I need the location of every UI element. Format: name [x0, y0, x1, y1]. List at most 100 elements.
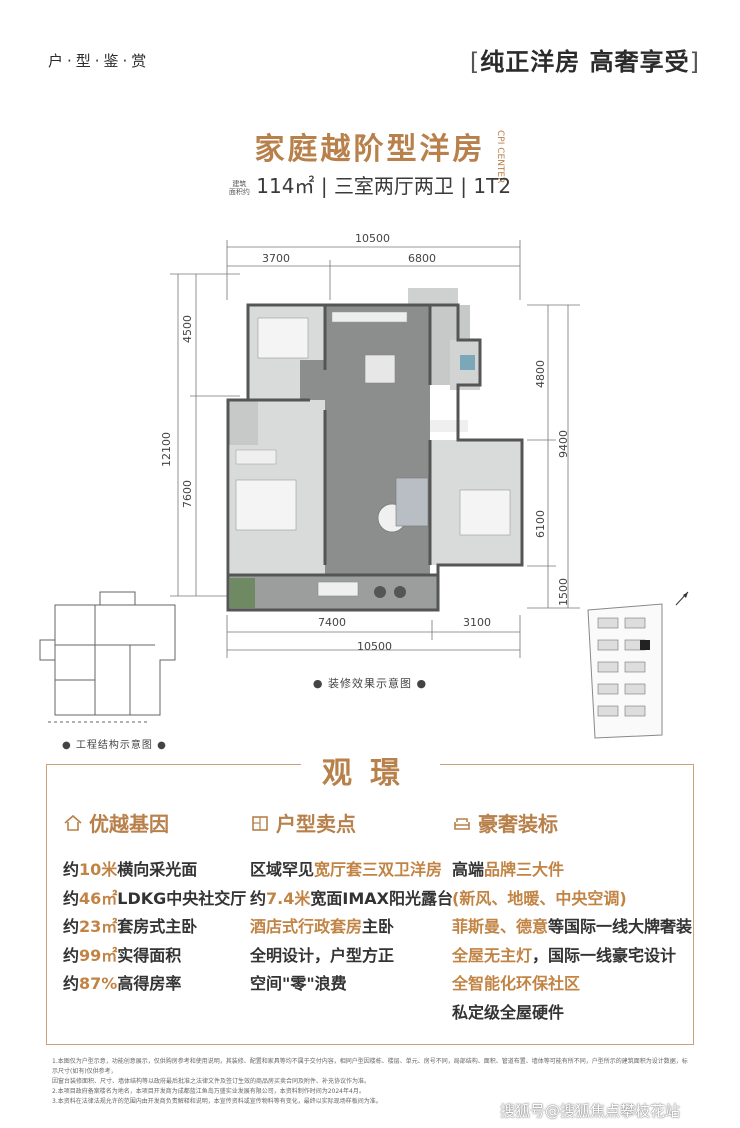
feature-item: 约10米横向采光面	[63, 856, 246, 885]
feature-item: 私定级全屋硬件	[452, 999, 692, 1028]
feature-highlight: 46㎡	[79, 888, 118, 908]
feature-item: 菲斯曼、德意等国际一线大牌奢装	[452, 913, 692, 942]
feature-item: 全智能化环保社区	[452, 970, 692, 999]
feature-highlight: 全屋无主灯	[452, 945, 533, 965]
structure-caption: ● 工程结构示意图 ●	[62, 740, 167, 751]
feature-column-3: 豪奢装标 高端品牌三大件(新风、地暖、中央空调)菲斯曼、德意等国际一线大牌奢装全…	[452, 808, 692, 1027]
dim-top-left: 3700	[262, 252, 290, 265]
feature-text: 等国际一线大牌奢装	[548, 917, 693, 936]
feature-highlight: 23㎡	[79, 917, 118, 936]
feature-item: 高端品牌三大件	[452, 856, 692, 885]
feature-highlight: 99㎡	[79, 945, 118, 965]
note-line: 因窗台装修面积、尺寸、墙体结构等以政府最后批准之法律文件及签订生效的商品房买卖合…	[52, 1078, 371, 1085]
feature-highlight: 酒店式行政套房	[250, 917, 363, 936]
feature-text: 主卧	[362, 917, 395, 936]
feature-item: 约7.4米宽面IMAX阳光露台	[250, 885, 453, 914]
house-icon	[64, 814, 82, 831]
feature-text: 实得面积	[117, 945, 182, 965]
feature-text: 套房式主卧	[117, 917, 198, 936]
feature-column-2: 户型卖点 区域罕见宽厅套三双卫洋房约7.4米宽面IMAX阳光露台酒店式行政套房主…	[250, 808, 453, 999]
note-line: 3.本资料在法律法规允许的范围内由开发商负责解释和说明，本宣传资料或宣传物料等有…	[52, 1098, 382, 1105]
dim-top-right: 6800	[408, 252, 436, 265]
feature-text: 横向采光面	[117, 860, 198, 879]
north-arrow-icon	[675, 591, 689, 606]
feature-text: 空间"零"浪费	[250, 974, 347, 993]
subtitle: 建筑面积约 114㎡ | 三室两厅两卫 | 1T2	[0, 170, 740, 199]
feature-text: 约	[63, 860, 80, 879]
feature-item: 空间"零"浪费	[250, 970, 453, 999]
feature-text: 区域罕见	[250, 860, 315, 879]
render-caption: ● 装修效果示意图 ●	[312, 677, 428, 690]
feature-item: (新风、地暖、中央空调)	[452, 885, 692, 914]
sofa-icon	[454, 817, 470, 830]
feature-highlight: 87%	[79, 974, 118, 993]
panel-left-line	[46, 764, 47, 1044]
watermark: 搜狐号@搜狐焦点攀枝花站	[499, 1102, 680, 1120]
note-line: 2.本项目政府备案楼名为地名，本项目开发商为成都蓝江鱼岛万盛实业发展有限公司，本…	[52, 1088, 365, 1095]
page-title: 家庭越阶型洋房	[254, 132, 486, 167]
feature-text: 约	[250, 888, 267, 908]
site-plan	[587, 603, 663, 739]
header-left-label: 户·型·鉴·赏	[48, 52, 151, 70]
feature-item: 约99㎡实得面积	[63, 942, 246, 971]
feature-text: ，国际一线豪宅设计	[532, 945, 677, 965]
feature-text: 约	[63, 917, 80, 936]
feature-text: LDKG中央社交厅	[117, 888, 247, 908]
feature-item: 酒店式行政套房主卧	[250, 913, 453, 942]
brand-mark: CPI CENTER	[495, 130, 505, 184]
dim-bottom-total: 10500	[357, 640, 392, 653]
dim-right-mid: 6100	[534, 510, 547, 538]
feature-highlight: 全智能化环保社区	[452, 974, 581, 993]
note-line: 1.本图仅为户型示意，功能创意展示，仅供购房参考和使用说明，其装修、配置和家具等…	[52, 1058, 688, 1075]
feature-text: 私定级全屋硬件	[452, 1002, 565, 1022]
floor-walls	[226, 303, 524, 612]
panel-right-line	[693, 764, 694, 1044]
header-right-slogan: [纯正洋房 高奢享受]	[469, 48, 700, 76]
area-label: 建筑面积约	[228, 179, 250, 196]
disclaimer-notes: 1.本图仅为户型示意，功能创意展示，仅供购房参考和使用说明，其装修、配置和家具等…	[52, 1057, 692, 1107]
subtitle-sep-1: |	[320, 174, 328, 198]
area-value: 114㎡	[256, 174, 315, 198]
feature-highlight: 品牌三大件	[484, 860, 565, 879]
section-title: 观璟	[322, 756, 418, 791]
dimension-lines	[170, 240, 580, 658]
dim-right-total: 9400	[557, 430, 570, 458]
floor-plan	[39, 240, 689, 739]
feature-column-1: 优越基因 约10米横向采光面约46㎡LDKG中央社交厅约23㎡套房式主卧约99㎡…	[63, 808, 246, 999]
feature-text: 约	[63, 888, 80, 908]
panel-bottom-line	[46, 1044, 694, 1045]
feature-text: 约	[63, 945, 80, 965]
feature-highlight: 宽厅套三双卫洋房	[314, 860, 443, 879]
feature-text: 高端	[452, 860, 485, 879]
feature-item: 约23㎡套房式主卧	[63, 913, 246, 942]
furniture	[235, 311, 511, 598]
dim-top-total: 10500	[355, 232, 390, 245]
column-heading: 优越基因	[63, 808, 246, 837]
dim-left-top: 4500	[181, 315, 194, 343]
floorplan-icon	[252, 815, 268, 831]
dim-left-total: 12100	[160, 432, 173, 467]
feature-item: 全明设计，户型方正	[250, 942, 453, 971]
dim-left-bottom: 7600	[181, 480, 194, 508]
structure-schematic	[39, 591, 176, 723]
feature-highlight: 菲斯曼、德意	[452, 917, 549, 936]
feature-item: 区域罕见宽厅套三双卫洋房	[250, 856, 453, 885]
feature-item: 全屋无主灯，国际一线豪宅设计	[452, 942, 692, 971]
feature-text: 高得房率	[117, 974, 182, 993]
column-heading: 户型卖点	[250, 808, 453, 837]
column-heading: 豪奢装标	[452, 808, 692, 837]
feature-highlight: (新风、地暖、中央空调)	[452, 888, 627, 908]
feature-highlight: 10米	[79, 860, 118, 879]
feature-item: 约87%高得房率	[63, 970, 246, 999]
feature-item: 约46㎡LDKG中央社交厅	[63, 885, 246, 914]
subtitle-sep-2: |	[460, 174, 468, 198]
feature-text: 全明设计，户型方正	[250, 945, 395, 965]
dim-right-bottom: 1500	[557, 578, 570, 606]
header-right-text: 纯正洋房 高奢享受	[480, 48, 690, 76]
panel-top-line-right	[440, 764, 694, 765]
dim-right-top: 4800	[534, 360, 547, 388]
dim-bottom-right: 3100	[463, 616, 491, 629]
dim-bottom-left: 7400	[318, 616, 346, 629]
layout-code: 1T2	[473, 174, 512, 198]
feature-text: 宽面IMAX阳光露台	[310, 888, 453, 908]
